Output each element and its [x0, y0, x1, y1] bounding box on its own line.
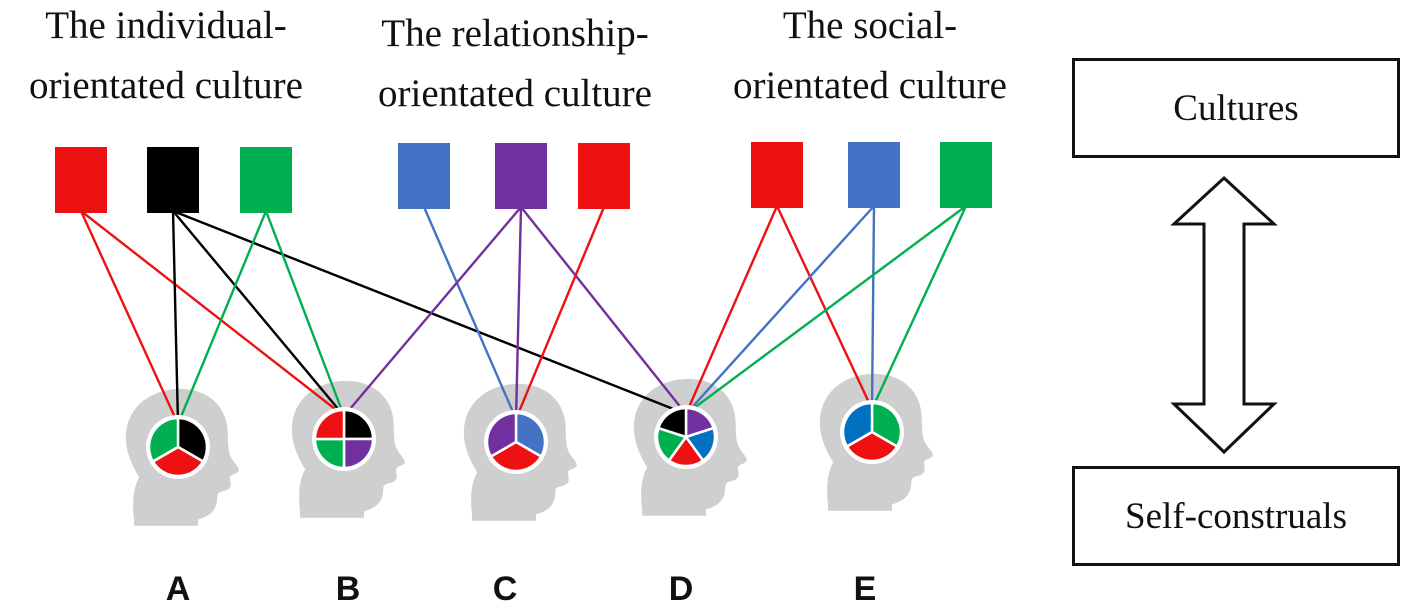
cultures-box: Cultures: [1072, 58, 1400, 158]
head-label-a: A: [165, 570, 191, 608]
connection-line: [870, 205, 876, 410]
culture-title-individual: The individual- orientated culture: [29, 4, 303, 107]
culture-square-green: [240, 147, 292, 213]
connection-line: [422, 206, 518, 420]
culture-squares-layer: [55, 142, 992, 213]
culture-square-blue: [398, 143, 450, 209]
double-arrow: [1170, 175, 1278, 455]
culture-square-purple: [495, 143, 547, 209]
connection-line: [343, 206, 522, 417]
culture-square-red: [55, 147, 107, 213]
connection-line: [685, 205, 875, 415]
self-construals-box: Self-construals: [1072, 466, 1400, 566]
connection-line: [172, 209, 687, 416]
pie-slice-red: [313, 408, 346, 441]
culture-square-red: [578, 143, 630, 209]
connection-line: [80, 210, 345, 417]
connection-line: [870, 205, 968, 410]
head-label-d: D: [668, 570, 694, 608]
pie-slice-black: [656, 406, 688, 439]
pie-slice-purple: [342, 437, 375, 470]
head-label-c: C: [492, 570, 518, 608]
pie-slice-dark_blue: [841, 401, 874, 449]
connection-line: [264, 210, 346, 417]
culture-square-black: [147, 147, 199, 213]
pie-slice-black: [342, 408, 375, 441]
pie-slice-green: [147, 416, 180, 464]
pies-layer: [146, 400, 904, 479]
pie-slice-green: [313, 437, 346, 470]
connections-layer: [79, 205, 968, 425]
connection-line: [79, 210, 180, 425]
pie-slice-purple: [485, 411, 518, 459]
culture-square-green: [940, 142, 992, 208]
connection-line: [171, 210, 180, 425]
connection-line: [176, 210, 268, 425]
connection-line: [684, 205, 779, 415]
culture-square-blue: [848, 142, 900, 208]
head-label-b: B: [335, 570, 361, 608]
head-label-e: E: [853, 570, 877, 608]
culture-square-red: [751, 142, 803, 208]
connection-line: [685, 205, 967, 415]
connection-line: [514, 206, 606, 420]
connection-line: [775, 205, 874, 410]
connection-line: [520, 206, 687, 415]
connection-line: [514, 206, 523, 420]
culture-title-relationship: The relationship- orientated culture: [378, 12, 652, 115]
culture-title-social: The social- orientated culture: [733, 4, 1007, 107]
connection-line: [172, 210, 345, 417]
